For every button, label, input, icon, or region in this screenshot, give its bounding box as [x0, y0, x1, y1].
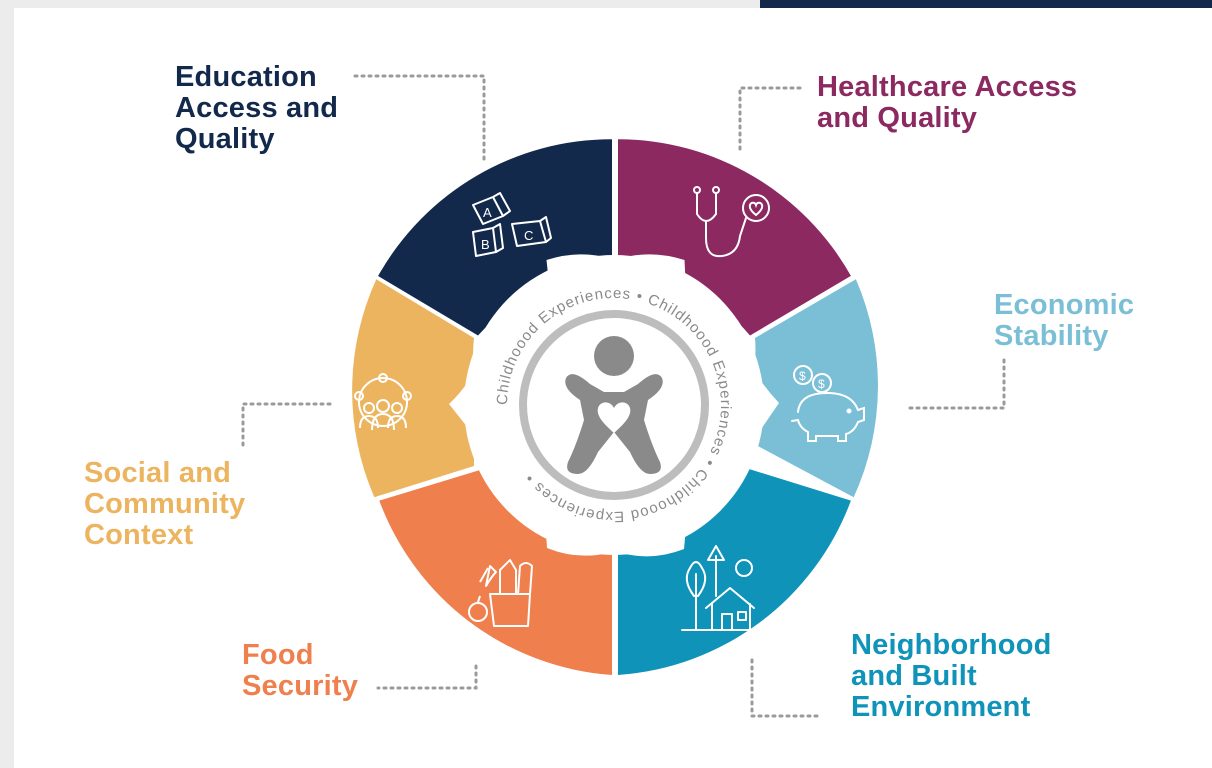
child-heart-icon [565, 336, 663, 474]
svg-text:$: $ [799, 369, 806, 383]
leader-education [353, 74, 486, 162]
leader-healthcare [738, 86, 802, 152]
leader-social [241, 402, 332, 448]
svg-text:A: A [483, 205, 492, 220]
label-education-line-1: Education [175, 61, 317, 93]
leader-neighborhood [750, 658, 824, 718]
leader-food [376, 664, 478, 690]
center-ring [519, 310, 709, 500]
label-neighborhood: Neighborhood and Built Environment [851, 630, 1052, 723]
svg-text:C: C [524, 228, 533, 243]
segment-healthcare [618, 139, 851, 336]
label-education-line-2: Access and [175, 92, 339, 124]
segment-social [352, 279, 476, 498]
segment-economic [754, 279, 878, 498]
community-people-icon [354, 373, 412, 431]
label-food-line-2: Security [242, 670, 359, 702]
label-social: Social and Community Context [84, 458, 245, 551]
label-social-line-2: Community [84, 488, 246, 520]
label-healthcare-line-1: Healthcare Access [817, 71, 1078, 103]
header-bar [760, 0, 1212, 8]
stethoscope-heart-icon [693, 186, 770, 258]
grocery-bag-icon [468, 559, 533, 627]
label-social-line-1: Social and [84, 457, 232, 489]
label-social-line-3: Context [84, 519, 194, 551]
label-economic: Economic Stability [994, 290, 1134, 352]
label-neighborhood-line-3: Environment [851, 691, 1031, 723]
label-economic-line-1: Economic [994, 289, 1135, 321]
leader-economic [903, 358, 1006, 410]
label-education-line-3: Quality [175, 123, 275, 155]
label-food: Food Security [242, 640, 358, 702]
label-neighborhood-line-2: and Built [851, 660, 977, 692]
house-tree-icon [681, 545, 759, 631]
svg-text:B: B [481, 237, 490, 252]
label-neighborhood-line-1: Neighborhood [851, 629, 1052, 661]
label-economic-line-2: Stability [994, 320, 1109, 352]
abc-blocks-icon: A B C [472, 192, 552, 257]
label-food-line-1: Food [242, 639, 314, 671]
svg-text:$: $ [818, 377, 825, 391]
segment-neighborhood [618, 469, 851, 675]
label-healthcare: Healthcare Access and Quality [817, 72, 1077, 134]
piggy-bank-coins-icon: $ $ [791, 365, 865, 442]
label-healthcare-line-2: and Quality [817, 102, 978, 134]
label-education: Education Access and Quality [175, 62, 338, 155]
